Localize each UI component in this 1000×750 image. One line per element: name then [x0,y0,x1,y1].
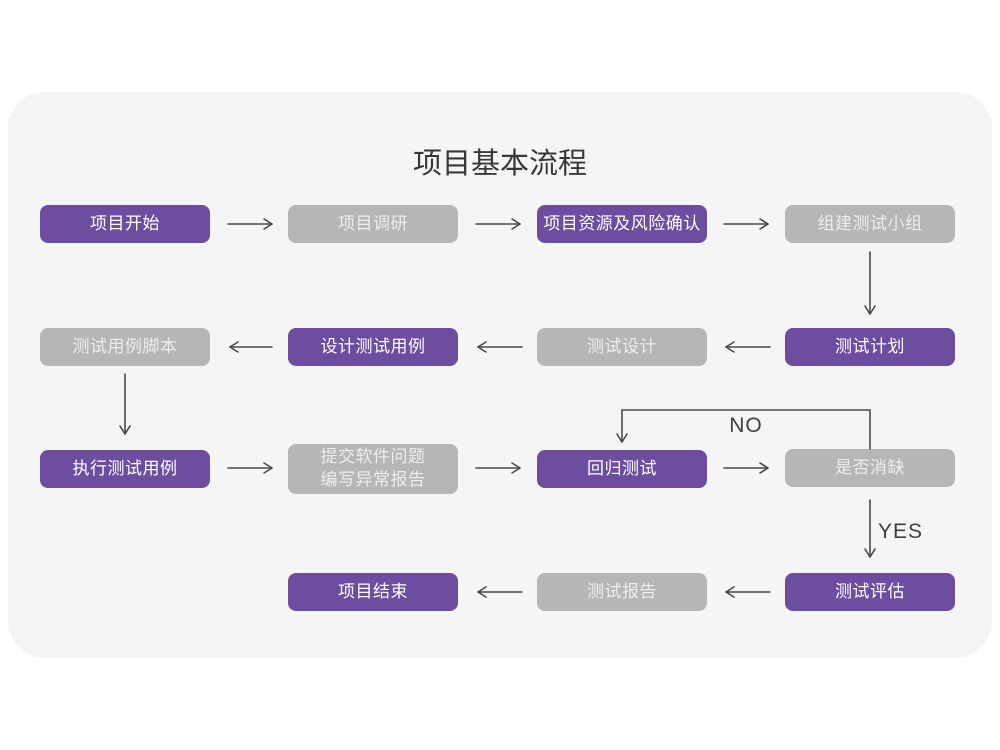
node-form-test-team: 组建测试小组 [785,205,955,243]
node-test-report: 测试报告 [537,573,707,611]
arrow-no-loop-defect-to-regression [616,409,871,450]
edge-label-yes: YES [878,520,924,543]
flowchart-card [8,92,992,658]
node-design-test-cases: 设计测试用例 [288,328,458,366]
node-project-end: 项目结束 [288,573,458,611]
node-submit-issue-report: 提交软件问题 编写异常报告 [288,444,458,494]
node-test-plan: 测试计划 [785,328,955,366]
node-resource-risk-confirm: 项目资源及风险确认 [537,205,707,243]
node-project-research: 项目调研 [288,205,458,243]
node-project-start: 项目开始 [40,205,210,243]
node-execute-test-cases: 执行测试用例 [40,450,210,488]
node-regression-test: 回归测试 [537,450,707,488]
node-test-evaluation: 测试评估 [785,573,955,611]
node-test-case-script: 测试用例脚本 [40,328,210,366]
node-defect-cleared: 是否消缺 [785,449,955,487]
edge-label-no: NO [729,414,763,437]
node-test-design: 测试设计 [537,328,707,366]
page-title: 项目基本流程 [412,148,587,180]
